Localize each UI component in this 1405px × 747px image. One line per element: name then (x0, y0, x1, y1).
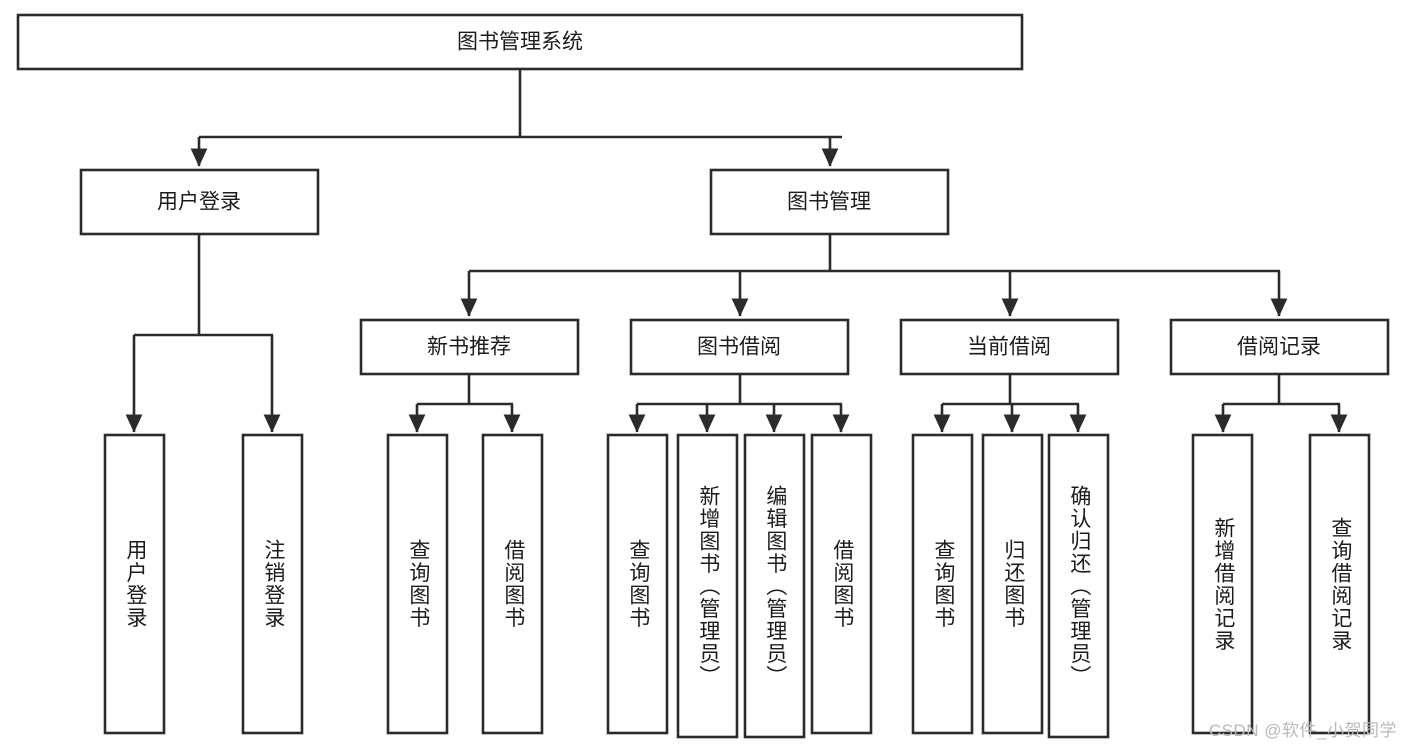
node-borrow-record[interactable] (1169, 318, 1390, 376)
edges-root-to-level2 (190, 69, 842, 167)
edges-current-borrow-to-leaves (933, 374, 1087, 433)
node-current-borrow[interactable] (899, 318, 1120, 376)
node-leaf-query-borrow-record[interactable] (1308, 433, 1371, 735)
node-leaf-return-book[interactable] (981, 433, 1044, 735)
node-new-book-recommend-label: 新书推荐 (427, 336, 511, 359)
node-book-borrow[interactable] (629, 318, 850, 376)
edges-book-borrow-to-leaves (628, 374, 850, 433)
node-book-management[interactable] (709, 168, 950, 236)
node-user-login[interactable] (79, 168, 320, 236)
edges-book-management-to-level3 (460, 234, 1288, 317)
node-leaf-borrow-book-1[interactable] (481, 433, 544, 735)
node-leaf-query-book-2[interactable] (606, 433, 669, 735)
node-leaf-add-borrow-record[interactable] (1191, 433, 1254, 735)
node-leaf-confirm-return-admin[interactable] (1047, 433, 1110, 739)
node-new-book-recommend[interactable] (359, 318, 580, 376)
edges-borrow-record-to-leaves (1214, 374, 1348, 433)
node-book-borrow-label: 图书借阅 (697, 336, 781, 359)
node-leaf-add-book-admin[interactable] (676, 433, 739, 739)
node-leaf-edit-book-admin[interactable] (743, 433, 806, 739)
watermark-text: CSDN @软件_小贺同学 (1208, 721, 1397, 740)
node-book-management-label: 图书管理 (787, 191, 871, 214)
node-leaf-user-login[interactable] (103, 433, 166, 735)
edges-new-book-recommend-to-leaves (408, 374, 521, 433)
node-leaf-query-book-1[interactable] (386, 433, 449, 735)
node-current-borrow-label: 当前借阅 (967, 336, 1051, 359)
node-leaf-logout-login[interactable] (241, 433, 304, 735)
node-leaf-query-book-3[interactable] (911, 433, 974, 735)
node-user-login-label: 用户登录 (157, 191, 241, 214)
node-leaf-borrow-book-2[interactable] (810, 433, 873, 735)
node-boxes: 图书管理系统 用户登录 图书管理 新书推荐 图书借阅 当前借阅 借阅记录 (16, 13, 1390, 739)
edges-user-login-to-leaves (125, 234, 281, 433)
node-root-book-management-system[interactable] (16, 13, 1024, 71)
node-borrow-record-label: 借阅记录 (1237, 336, 1321, 359)
node-root-label: 图书管理系统 (457, 31, 583, 54)
